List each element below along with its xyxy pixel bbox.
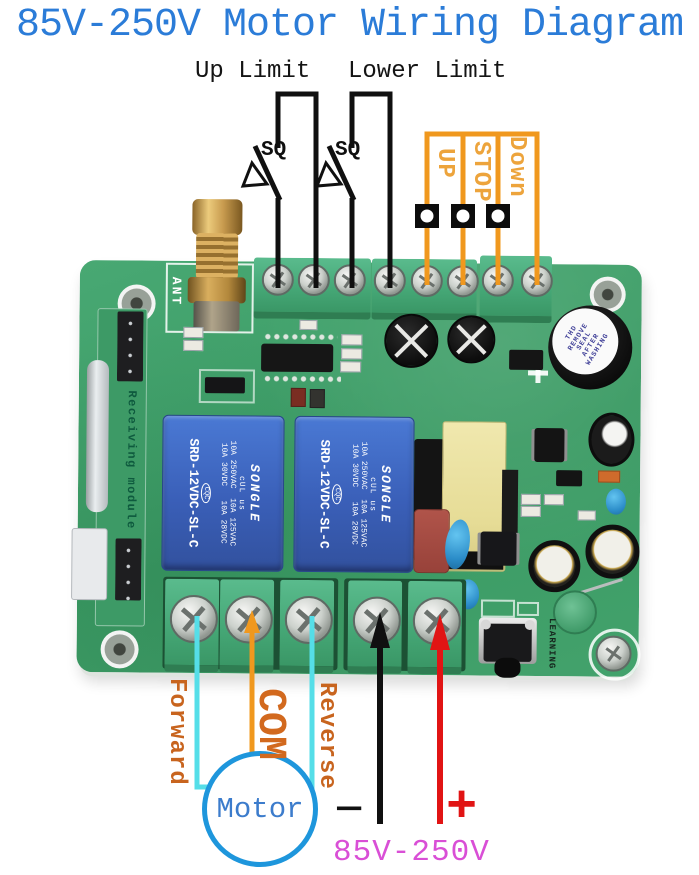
push-buttons [415, 204, 510, 228]
live-arrowhead [430, 614, 450, 650]
supply-voltage-label: 85V-250V [333, 835, 490, 870]
switch-blade [326, 144, 357, 202]
lower-limit-label: Lower Limit [348, 58, 507, 85]
reverse-label: Reverse [313, 682, 340, 790]
forward-label: Forward [163, 678, 190, 786]
wire-forward [194, 616, 208, 790]
up-limit-label: Up Limit [195, 58, 311, 85]
limit-switch-wiring [252, 91, 393, 288]
com-arrowhead [244, 610, 260, 633]
neutral-arrowhead [370, 612, 390, 648]
motor-symbol: Motor [202, 751, 318, 867]
plus-polarity-label: + [446, 778, 478, 837]
sq-switch-label: SQ [261, 139, 287, 162]
minus-polarity-label: − [334, 784, 365, 841]
wire-up-limit [275, 91, 319, 288]
motor-label: Motor [216, 792, 304, 826]
sq-switch-label: SQ [335, 139, 361, 162]
stop-button-label: STOP [467, 141, 494, 203]
button-cap [491, 209, 505, 223]
up-button-label: UP [431, 148, 458, 179]
com-label: COM [247, 688, 292, 761]
switch-blade [252, 144, 283, 202]
button-cap [456, 209, 470, 223]
motor-wiring [194, 616, 315, 790]
control-button-wiring [249, 131, 540, 753]
switch-actuator-symbol [314, 159, 344, 188]
page-title: 85V-250V Motor Wiring Diagram [15, 3, 684, 48]
down-button-label: Down [503, 136, 530, 198]
switch-actuator-symbol [240, 159, 270, 188]
wire-lower-limit [349, 91, 393, 288]
button-cap [420, 209, 434, 223]
